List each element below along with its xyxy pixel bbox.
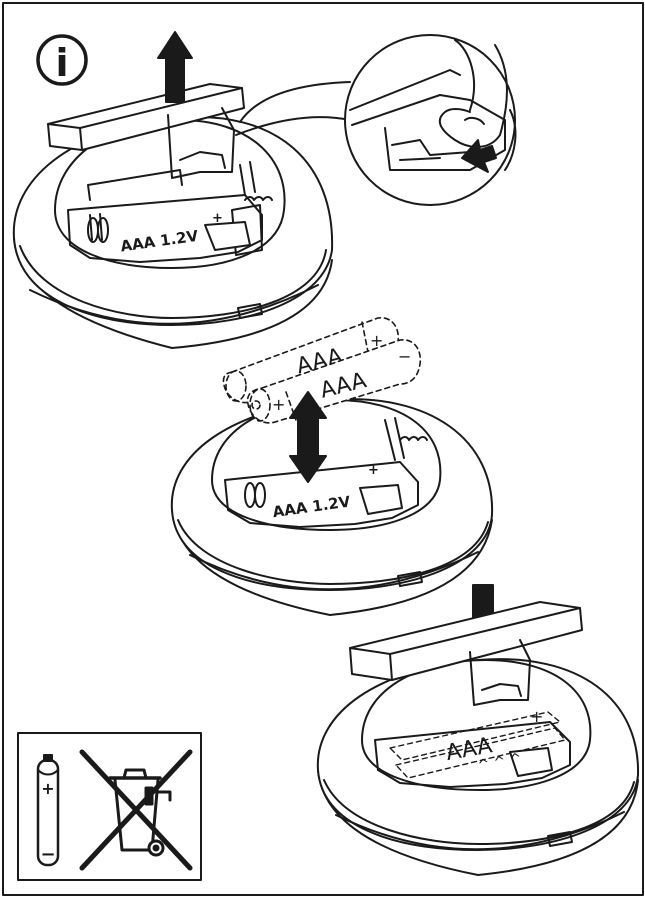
step2-back-plus: + <box>370 331 383 350</box>
step2-double-arrow <box>289 391 327 483</box>
battery-minus: − <box>40 844 55 865</box>
step3-device-body: AAA + ^ ^ ^ <box>316 658 640 876</box>
step2-device-body: AAA 1.2V + <box>170 398 494 616</box>
step3-plus-mark: + <box>530 707 543 726</box>
step3-lid <box>349 601 583 706</box>
info-symbol: i <box>55 41 68 85</box>
step1-lid <box>47 83 245 179</box>
step2-battery-front <box>246 339 422 424</box>
crossed-out-bin-icon <box>79 749 193 871</box>
step1-open-lid: AAA 1.2V + <box>12 31 517 349</box>
step3-close-lid: AAA + ^ ^ ^ <box>316 584 640 876</box>
step2-front-minus: − <box>398 347 411 366</box>
battery-plus: + <box>41 779 54 798</box>
step2-plus-mark: + <box>368 463 379 478</box>
info-icon: i <box>36 34 88 86</box>
step3-installed-batteries <box>389 711 566 779</box>
disposal-panel: + − <box>17 732 202 881</box>
step1-plus-mark: + <box>212 211 223 226</box>
step2-replace-batteries: AAA 1.2V + AAA + AAA + − <box>170 317 494 616</box>
step2-front-plus: + <box>272 395 285 414</box>
step2-battery-back <box>222 317 400 404</box>
step1-zoom-connector <box>235 81 351 136</box>
step1-up-arrow <box>157 31 193 103</box>
step1-device-body: AAA 1.2V + <box>12 115 334 349</box>
step3-carets: ^ ^ ^ <box>477 751 523 774</box>
battery-icon: + − <box>36 754 60 867</box>
step1-zoom-detail <box>344 34 517 206</box>
step1-push-arrow <box>461 139 497 173</box>
